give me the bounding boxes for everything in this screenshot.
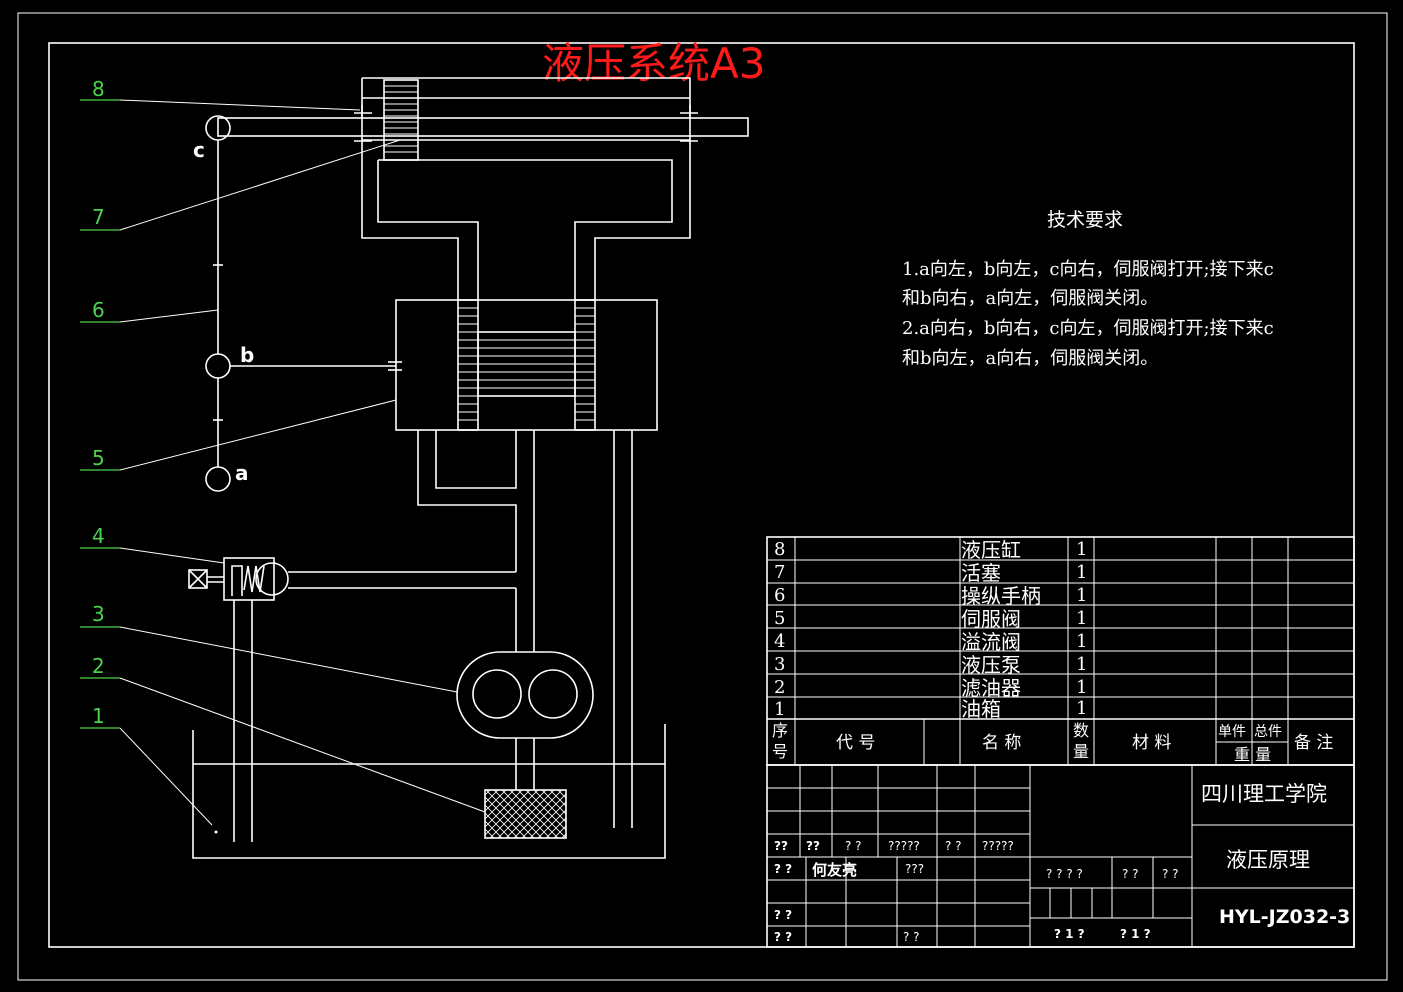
part-no: 2 <box>774 677 785 698</box>
part-no: 3 <box>774 654 785 675</box>
part-name: 液压泵 <box>961 653 1021 677</box>
header-unit: 单件 <box>1218 724 1246 740</box>
label-cell: ??? <box>905 862 924 876</box>
label-cell: ? ? <box>845 839 862 853</box>
callout-6: 6 <box>92 298 105 322</box>
part-qty: 1 <box>1076 539 1087 560</box>
label-cell: ? ? <box>774 930 792 944</box>
part-name: 操纵手柄 <box>961 584 1041 608</box>
outer-border <box>17 12 1388 981</box>
hydraulic-cylinder <box>217 77 749 300</box>
tech-requirement-line: 和b向右，a向左，伺服阀关闭。 <box>902 288 1158 309</box>
part-no: 4 <box>774 631 785 652</box>
label-cell: ? ? <box>774 862 792 876</box>
part-name: 液压缸 <box>961 538 1021 562</box>
header-qty-1: 数 <box>1073 721 1089 740</box>
callout-5: 5 <box>92 446 105 470</box>
header-no-1: 序 <box>772 721 788 740</box>
leader-lines <box>80 99 486 826</box>
tech-requirements-heading: 技术要求 <box>1047 209 1123 231</box>
callout-1: 1 <box>92 704 105 728</box>
label-cell: ????? <box>888 839 920 853</box>
part-no: 1 <box>774 699 785 720</box>
stage-cell: ? ? <box>1162 867 1179 881</box>
header-code: 代 号 <box>836 733 875 753</box>
part-qty: 1 <box>1076 585 1087 606</box>
part-name: 滤油器 <box>961 676 1021 700</box>
part-name: 活塞 <box>961 561 1001 585</box>
point-c-label: c <box>193 138 205 162</box>
tech-requirement-line: 和b向左，a向右，伺服阀关闭。 <box>902 348 1158 369</box>
sheet-cell: ? 1 ? <box>1054 927 1085 941</box>
part-no: 5 <box>774 608 785 629</box>
header-qty-2: 量 <box>1073 742 1089 761</box>
hydraulic-pump <box>456 651 594 790</box>
part-no: 6 <box>774 585 785 606</box>
parts-list-rows: 8 液压缸 1 7 活塞 1 6 操纵手柄 1 5 伺服阀 1 4 溢流阀 1 … <box>774 538 1087 721</box>
header-total: 总件 <box>1254 724 1282 740</box>
callout-4: 4 <box>92 524 105 548</box>
drawing-number: HYL-JZ032-3 <box>1219 906 1350 928</box>
stage-cell: ? ? <box>1122 867 1139 881</box>
designer-name: 何友亮 <box>812 861 857 879</box>
school-name: 四川理工学院 <box>1201 782 1327 806</box>
part-qty: 1 <box>1076 608 1087 629</box>
tech-requirement-line: 2.a向右，b向右，c向左，伺服阀打开;接下来c <box>902 318 1274 339</box>
relief-valve <box>188 557 516 842</box>
part-qty: 1 <box>1076 677 1087 698</box>
callout-3: 3 <box>92 602 105 626</box>
header-material: 材 料 <box>1132 733 1171 753</box>
part-qty: 1 <box>1076 562 1087 583</box>
header-no-2: 号 <box>772 742 788 761</box>
part-qty: 1 <box>1076 654 1087 675</box>
stage-cell: ? ? ? ? <box>1046 867 1083 881</box>
header-remark: 备 注 <box>1294 733 1333 753</box>
header-weight: 重 量 <box>1234 745 1271 764</box>
label-cell: ? ? <box>945 839 962 853</box>
part-name: 溢流阀 <box>961 630 1021 654</box>
drawing-title: 液压系统A3 <box>542 39 765 88</box>
control-handle <box>205 115 402 492</box>
part-no: 7 <box>774 562 785 583</box>
parts-list-header: 序 号 代 号 名 称 数 量 材 料 单件 总件 重 量 备 注 <box>772 721 1333 764</box>
label-cell: ?? <box>774 839 788 853</box>
part-name: 油箱 <box>961 697 1001 721</box>
point-a-label: a <box>235 461 249 485</box>
callout-8: 8 <box>92 77 105 101</box>
parts-list-grid <box>766 536 1355 766</box>
drawing-name: 液压原理 <box>1226 848 1310 872</box>
point-b-label: b <box>240 343 254 367</box>
label-cell: ? ? <box>774 908 792 922</box>
part-qty: 1 <box>1076 698 1087 719</box>
label-cell: ? ? <box>903 930 920 944</box>
inner-border <box>48 42 1355 948</box>
part-no: 8 <box>774 539 785 560</box>
tech-requirement-line: 1.a向左，b向左，c向右，伺服阀打开;接下来c <box>902 259 1274 280</box>
label-cell: ?? <box>806 839 820 853</box>
oil-filter <box>484 789 567 839</box>
title-block-text: 四川理工学院 液压原理 HYL-JZ032-3 何友亮 ?? ?? ? ? ??… <box>774 782 1350 944</box>
sheet-cell: ? 1 ? <box>1120 927 1151 941</box>
oil-tank <box>192 724 666 859</box>
title-block-grid <box>766 764 1355 948</box>
label-cell: ????? <box>982 839 1014 853</box>
header-name: 名 称 <box>982 733 1021 753</box>
part-qty: 1 <box>1076 631 1087 652</box>
part-name: 伺服阀 <box>961 607 1021 631</box>
callout-2: 2 <box>92 654 105 678</box>
servo-valve <box>395 299 658 828</box>
callout-7: 7 <box>92 205 105 229</box>
